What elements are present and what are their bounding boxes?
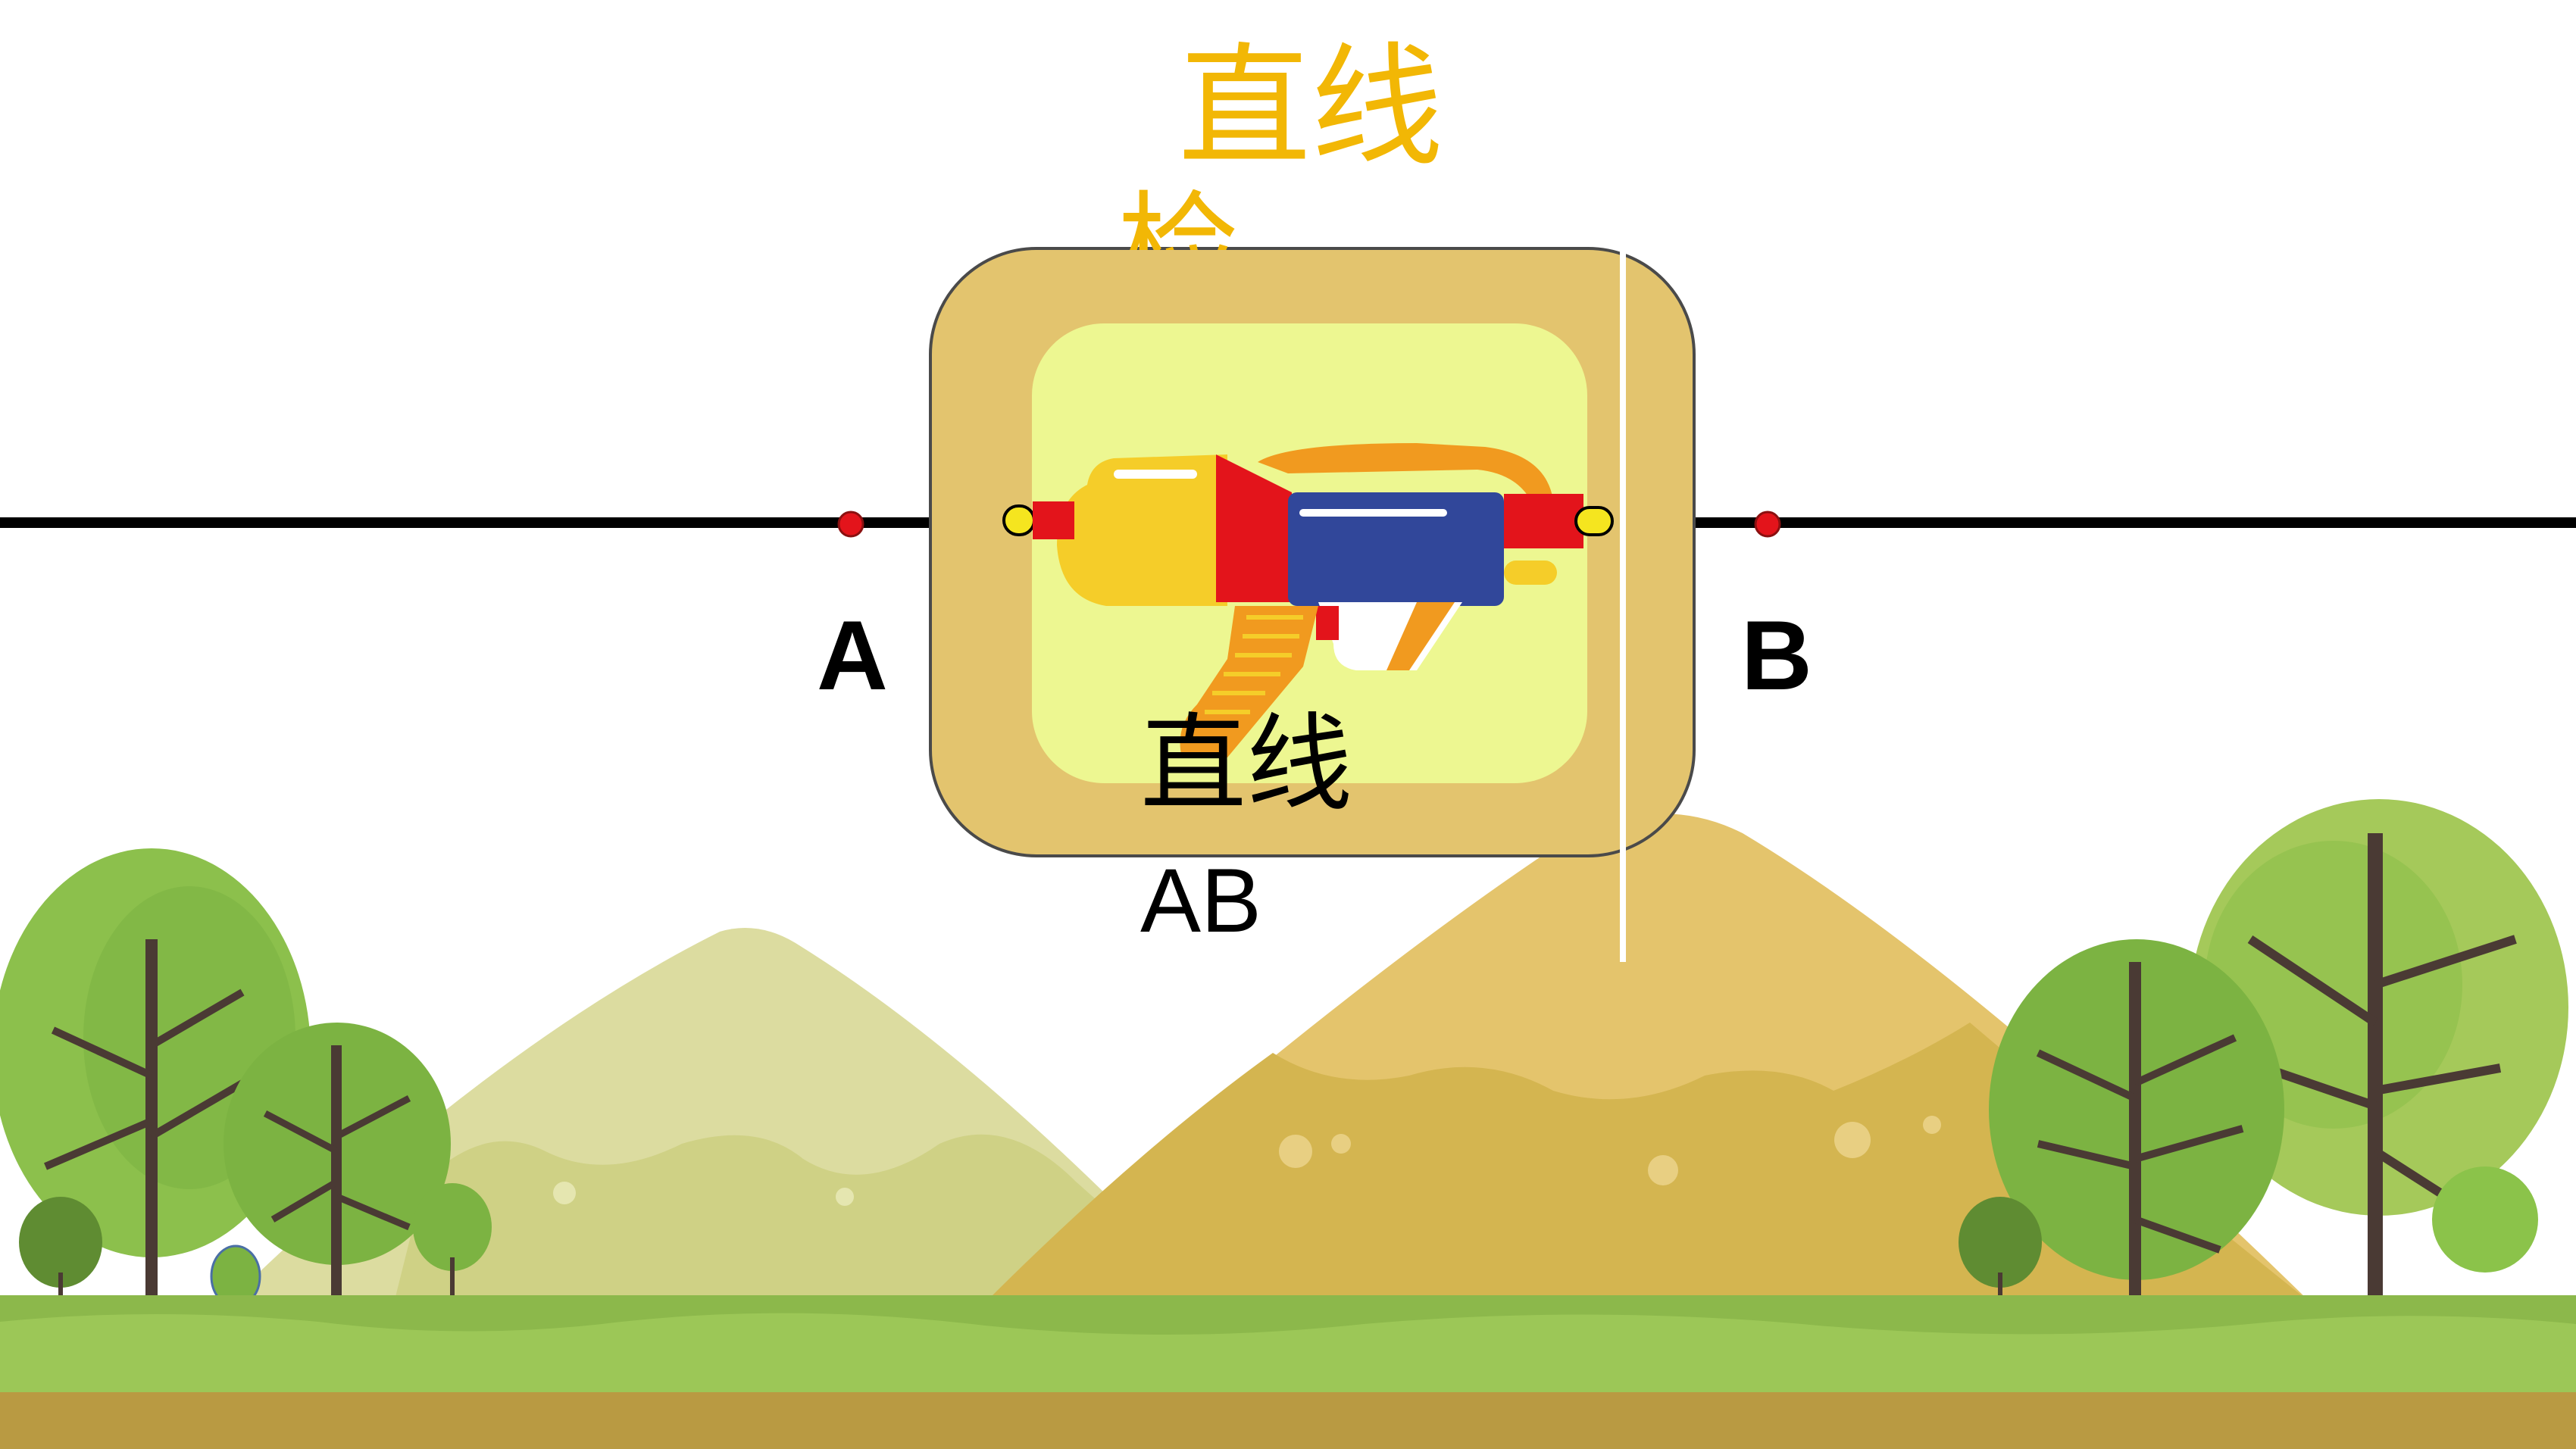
water-gun-icon xyxy=(1002,443,1614,757)
point-b-label: B xyxy=(1741,600,1812,710)
soil xyxy=(0,1392,2576,1449)
point-b-marker[interactable] xyxy=(1754,511,1781,538)
hill-dot xyxy=(1279,1135,1312,1168)
hill-dot xyxy=(1331,1134,1351,1154)
hill-dot xyxy=(1923,1116,1941,1134)
hill-dot xyxy=(1648,1155,1678,1185)
hill-left-shade xyxy=(394,1134,1212,1303)
bush-right xyxy=(1959,1197,2042,1303)
tree-right-medium xyxy=(1989,939,2284,1303)
caption-line-ab: AB xyxy=(1140,850,1262,951)
hill-dot xyxy=(1834,1122,1871,1158)
clipped-text: 检 xyxy=(1118,189,1239,250)
slide-title: 直线 xyxy=(1178,31,1443,185)
point-a-marker[interactable] xyxy=(837,511,864,538)
tree-left-medium xyxy=(224,1023,451,1303)
hill-dot xyxy=(836,1188,854,1206)
hill-dot xyxy=(553,1182,576,1204)
grass-wave xyxy=(0,1313,2576,1394)
bush-left xyxy=(19,1183,492,1308)
point-a-label: A xyxy=(817,600,888,710)
landscape xyxy=(0,799,2576,1449)
caption-line-chinese: 直线 xyxy=(1140,703,1353,826)
water-gun-card[interactable] xyxy=(929,247,1696,962)
